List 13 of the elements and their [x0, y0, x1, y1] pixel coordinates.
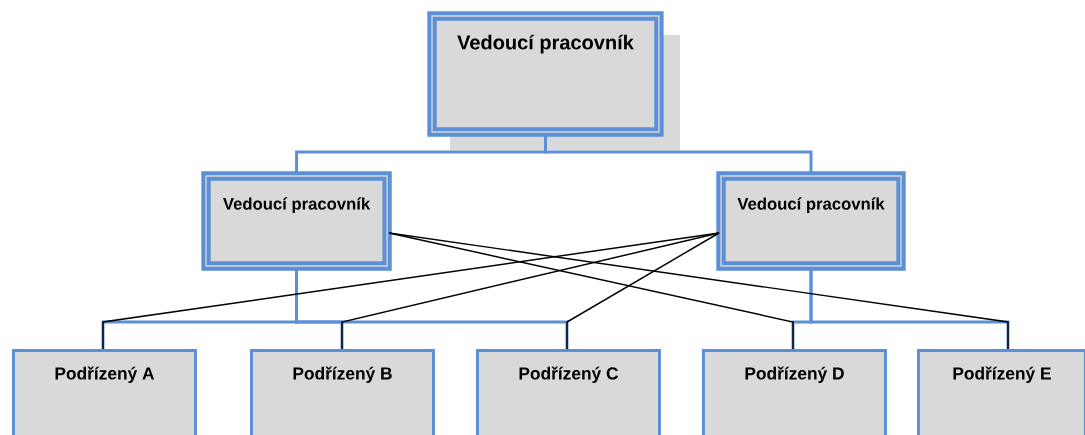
subordinate-box: Podřízený D	[702, 349, 887, 435]
subordinate-box: Podřízený A	[12, 349, 197, 435]
connector-line	[341, 232, 720, 350]
subordinate-box: Podřízený E	[917, 349, 1085, 435]
subordinate-box: Podřízený B	[250, 349, 435, 435]
manager-box: Vedoucí pracovník	[201, 171, 392, 271]
connector-line	[388, 232, 1009, 350]
connector-line	[544, 134, 813, 174]
connector-line	[566, 232, 720, 350]
subordinate-box: Podřízený C	[476, 349, 661, 435]
connector-line	[102, 232, 720, 350]
manager-box: Vedoucí pracovník	[427, 11, 664, 137]
manager-box: Vedoucí pracovník	[716, 171, 906, 271]
